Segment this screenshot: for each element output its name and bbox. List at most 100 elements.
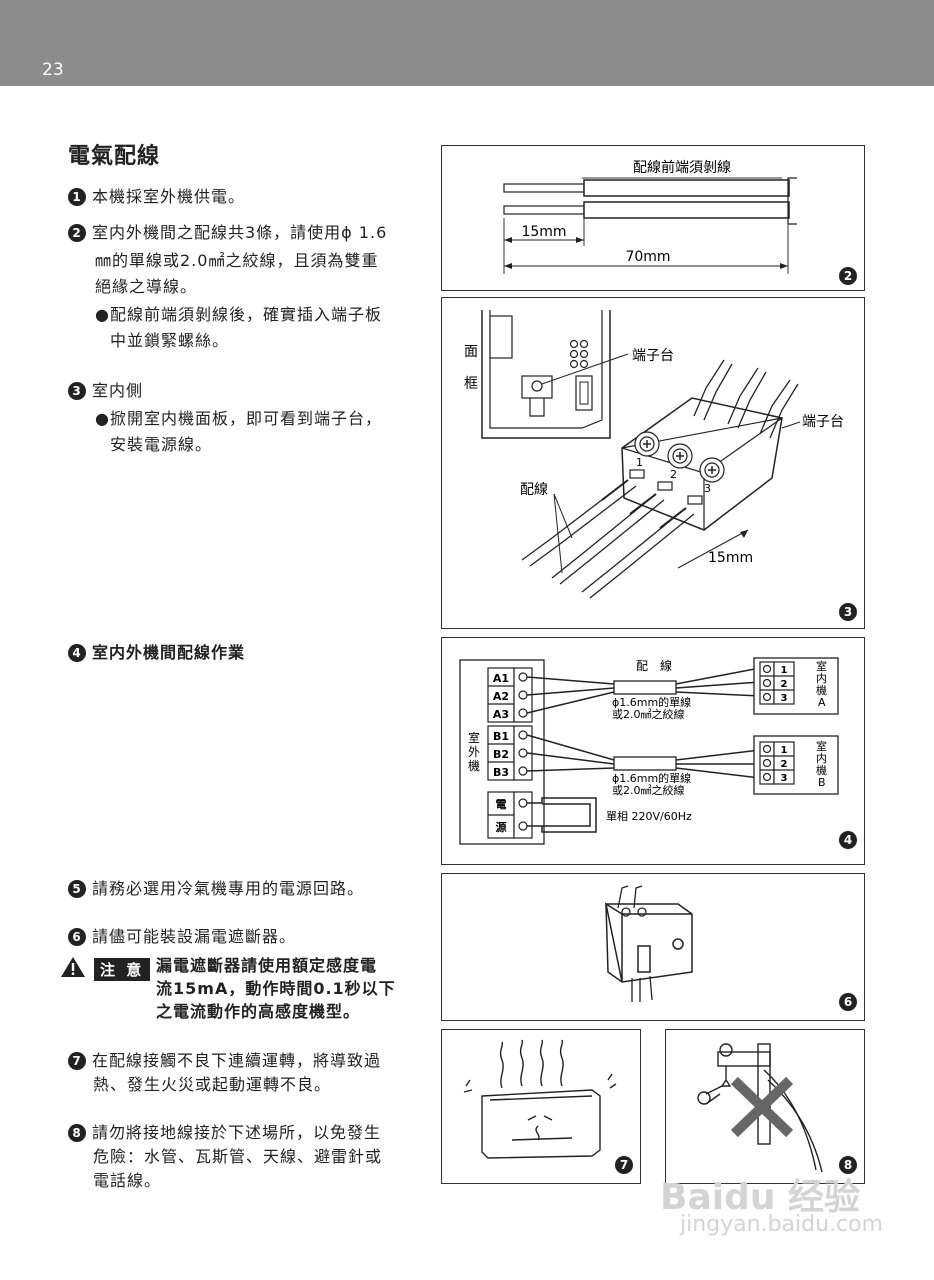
page-title: 電氣配線 bbox=[68, 144, 161, 169]
caution-line: 流15mA，動作時間0.1秒以下 bbox=[156, 979, 396, 998]
indoor-a-2: 2 bbox=[781, 679, 788, 690]
figure-number: 2 bbox=[839, 267, 857, 285]
wire-spec-b1: ϕ1.6mm的單線 bbox=[612, 771, 691, 785]
instruction-2: 2 室内外機間之配線共3條，請使用ϕ 1.6 bbox=[68, 220, 387, 246]
wiring-label: 配 線 bbox=[636, 658, 672, 673]
panel-label-1: 面 bbox=[464, 344, 478, 360]
step-number: 8 bbox=[68, 1124, 86, 1142]
indoor-a-label-1: 室 bbox=[816, 659, 827, 673]
instruction-text: 室内側 bbox=[92, 381, 144, 400]
instruction-3-bullet-cont: 安裝電源線。 bbox=[110, 435, 213, 454]
wire-spec-a2: 或2.0㎟之絞線 bbox=[612, 707, 685, 721]
wiring-schematic: 室 外 機 A1 A2 A3 B1 B2 B3 電 源 bbox=[459, 657, 839, 845]
figure-8-grounding-warning: 8 bbox=[665, 1029, 865, 1184]
step-number: 3 bbox=[68, 382, 86, 400]
term-a3: A3 bbox=[493, 708, 509, 721]
step-number: 2 bbox=[68, 224, 86, 242]
outdoor-label-3: 機 bbox=[468, 758, 480, 773]
panel-label-2: 框 bbox=[464, 376, 478, 392]
instruction-8-line3: 電話線。 bbox=[93, 1171, 162, 1190]
indoor-a-3: 3 bbox=[781, 693, 788, 704]
power-label-2: 源 bbox=[496, 820, 507, 834]
indoor-a-label-2: 内 bbox=[816, 671, 827, 685]
indoor-a-label-3: 機 bbox=[816, 683, 827, 697]
watermark-logo: Baidu 经验 bbox=[660, 1177, 861, 1218]
terminal-2: 2 bbox=[670, 468, 677, 481]
instruction-text: 請儘可能裝設漏電遮斷器。 bbox=[92, 927, 297, 946]
figure-number: 6 bbox=[839, 993, 857, 1011]
terminal-label-right: 端子台 bbox=[802, 414, 844, 430]
indoor-b-1: 1 bbox=[781, 745, 788, 756]
warning-icon bbox=[61, 957, 85, 977]
indoor-b-label-3: 機 bbox=[816, 763, 827, 777]
instruction-2-bullet: ●配線前端須剝線後，確實插入端子板 bbox=[95, 305, 382, 324]
power-spec: 單相 220V/60Hz bbox=[606, 810, 692, 823]
indoor-b-label-2: 内 bbox=[816, 751, 827, 765]
wire-spec-a1: ϕ1.6mm的單線 bbox=[612, 695, 691, 709]
instruction-8: 8 請勿將接地線接於下述場所，以免發生 bbox=[68, 1120, 381, 1146]
instruction-text: 請務必選用冷氣機專用的電源回路。 bbox=[92, 879, 365, 898]
figure-4-wiring-diagram: 室 外 機 A1 A2 A3 B1 B2 B3 電 源 bbox=[441, 637, 865, 865]
outdoor-label-2: 外 bbox=[468, 745, 480, 759]
instruction-3-bullet: ●掀開室内機面板，即可看到端子台， bbox=[95, 409, 382, 428]
instruction-text: 在配線接觸不良下連續運轉，將導致過 bbox=[92, 1051, 382, 1070]
dim-15mm: 15mm bbox=[521, 224, 566, 240]
instruction-text: 請勿將接地線接於下述場所，以免發生 bbox=[92, 1123, 382, 1142]
dim-15mm: 15mm bbox=[708, 550, 753, 566]
figure-2-wire-strip: 配線前端須剝線 15mm 70mm 2 bbox=[441, 145, 865, 291]
step-number: 6 bbox=[68, 928, 86, 946]
caution-tag: 注 意 bbox=[94, 958, 151, 981]
wire-strip-diagram: 配線前端須剝線 15mm 70mm bbox=[503, 159, 797, 274]
figure-number: 7 bbox=[615, 1156, 633, 1174]
term-a2: A2 bbox=[493, 690, 509, 703]
strip-label: 配線前端須剝線 bbox=[633, 159, 731, 176]
instruction-5: 5 請務必選用冷氣機專用的電源回路。 bbox=[68, 876, 364, 902]
breaker-illustration bbox=[604, 885, 693, 1002]
instruction-8-line2: 危險：水管、瓦斯管、天線、避雷針或 bbox=[93, 1147, 383, 1166]
indoor-b-label-4: B bbox=[818, 776, 826, 789]
instruction-2-line2: ㎜的單線或2.0㎟之絞線，且須為雙重 bbox=[95, 251, 379, 270]
instruction-text: 本機採室外機供電。 bbox=[92, 187, 246, 206]
indoor-a-1: 1 bbox=[781, 665, 788, 676]
instruction-text: 室内外機間之配線共3條，請使用ϕ 1.6 bbox=[92, 223, 388, 242]
caution-line: 漏電遮斷器請使用額定感度電 bbox=[156, 956, 378, 975]
wire-spec-b2: 或2.0㎟之絞線 bbox=[612, 783, 685, 797]
instruction-7: 7 在配線接觸不良下連續運轉，將導致過 bbox=[68, 1048, 381, 1074]
terminal-3: 3 bbox=[704, 482, 711, 495]
instruction-3: 3 室内側 bbox=[68, 378, 143, 404]
instruction-1: 1 本機採室外機供電。 bbox=[68, 184, 245, 210]
indoor-b-2: 2 bbox=[781, 759, 788, 770]
term-b1: B1 bbox=[493, 730, 509, 743]
indoor-a-label-4: A bbox=[818, 696, 826, 709]
figure-3-terminal-block: 面 框 端子台 1 2 3 bbox=[441, 297, 865, 629]
grounding-illustration bbox=[697, 1043, 823, 1173]
terminal-block-diagram: 面 框 端子台 1 2 3 bbox=[464, 310, 844, 599]
terminal-1: 1 bbox=[636, 456, 643, 469]
figure-number: 3 bbox=[839, 603, 857, 621]
page-number: 23 bbox=[42, 60, 64, 80]
power-label-1: 電 bbox=[496, 798, 507, 811]
instruction-6: 6 請儘可能裝設漏電遮斷器。 bbox=[68, 924, 296, 950]
watermark-url: jingyan.baidu.com bbox=[680, 1212, 884, 1237]
wire-label: 配線 bbox=[520, 482, 548, 498]
caution-line: 之電流動作的高感度機型。 bbox=[156, 1002, 361, 1021]
figure-number: 8 bbox=[839, 1156, 857, 1174]
outdoor-label-1: 室 bbox=[468, 730, 480, 745]
step-number: 5 bbox=[68, 880, 86, 898]
overheat-illustration bbox=[463, 1039, 617, 1159]
indoor-b-3: 3 bbox=[781, 773, 788, 784]
step-number: 1 bbox=[68, 188, 86, 206]
header-bar: 23 bbox=[0, 0, 934, 86]
term-b3: B3 bbox=[493, 766, 509, 779]
caution-text: 漏電遮斷器請使用額定感度電 流15mA，動作時間0.1秒以下 之電流動作的高感度… bbox=[156, 954, 408, 1023]
term-b2: B2 bbox=[493, 748, 509, 761]
indoor-b-label-1: 室 bbox=[816, 739, 827, 753]
step-number: 7 bbox=[68, 1052, 86, 1070]
instruction-2-line3: 絕緣之導線。 bbox=[95, 277, 198, 296]
figure-7-overheat: 7 bbox=[441, 1029, 641, 1184]
instruction-2-bullet-cont: 中並鎖緊螺絲。 bbox=[110, 331, 230, 350]
figure-number: 4 bbox=[839, 831, 857, 849]
dim-70mm: 70mm bbox=[625, 249, 670, 265]
instruction-text: 室内外機間配線作業 bbox=[92, 643, 246, 662]
